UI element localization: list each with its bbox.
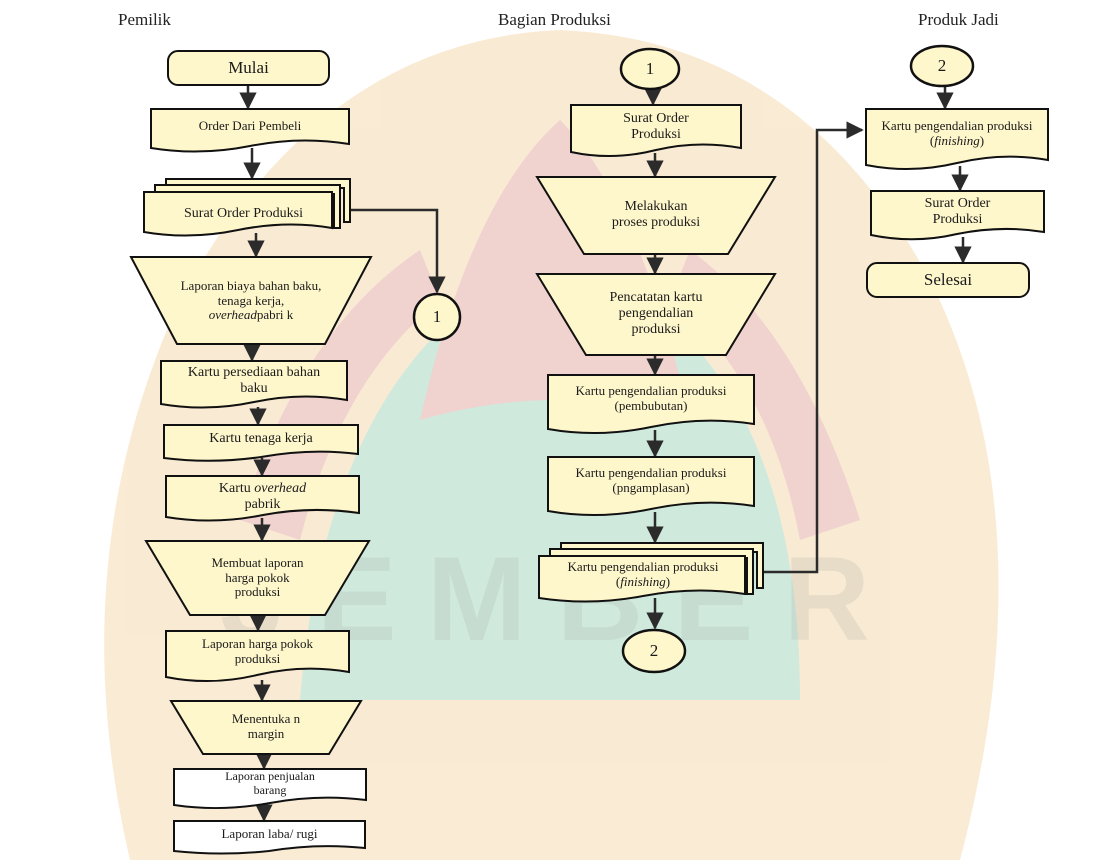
pabrik-tail: pabri k xyxy=(256,307,294,323)
document-kartu-pengamplasan: Kartu pengendalian produksi (pngamplasan… xyxy=(547,456,755,520)
melakukan-proses-label: Melakukan proses produksi xyxy=(611,198,701,230)
document-kartu-tenaga-kerja: Kartu tenaga kerja xyxy=(163,424,359,464)
kartu-finishing-suffix: ) xyxy=(665,574,671,589)
kartu-pengamplasan-label: Kartu pengendalian produksi (pngamplasan… xyxy=(575,465,727,495)
multi-document-surat-order-produksi: Surat Order Produksi xyxy=(142,178,352,240)
kartu-overhead-label: Kartu overhead pabrik xyxy=(185,478,340,516)
kartu-overhead-line-2: pabrik xyxy=(244,497,281,512)
manual-operation-pencatatan-kartu: Pencatatan kartu pengendalian produksi xyxy=(535,273,777,356)
document-kartu-persediaan-bahan-baku: Kartu persediaan bahan baku xyxy=(160,360,348,412)
lane-header-bagian-produksi: Bagian Produksi xyxy=(498,10,611,29)
document-kartu-overhead-pabrik: Kartu overhead pabrik xyxy=(165,475,360,525)
kartu-pembubutan-label: Kartu pengendalian produksi (pembubutan) xyxy=(575,383,727,413)
overhead-italic: overhead xyxy=(254,480,307,496)
laporan-hpp-label: Laporan harga pokok produksi xyxy=(202,636,313,666)
connector-1-pemilik: 1 xyxy=(412,292,462,342)
laporan-laba-rugi-label: Laporan laba/ rugi xyxy=(221,825,318,841)
connector-2-produk-jadi-label: 2 xyxy=(937,56,947,76)
menentukan-margin-label: Menentuka n margin xyxy=(231,711,301,741)
pencatatan-kartu-label: Pencatatan kartu pengendalian produksi xyxy=(609,289,703,338)
kartu-prefix: Kartu xyxy=(218,480,251,496)
surat-order-produk-jadi-label: Surat Order Produksi xyxy=(924,195,991,227)
kartu-finishing-prefix: Kartu pengendalian produksi ( xyxy=(567,559,719,589)
surat-order-produksi-label: Surat Order Produksi xyxy=(184,205,303,221)
finishing-pj-italic: finishing xyxy=(934,133,980,148)
overhead-pabrik-text: overheadpabri k xyxy=(208,307,294,323)
overhead-word: overhead xyxy=(208,307,257,323)
manual-operation-melakukan-proses: Melakukan proses produksi xyxy=(535,176,777,255)
manual-operation-membuat-laporan: Membuat laporan harga pokok produksi xyxy=(144,540,371,616)
connector-1-label: 1 xyxy=(432,307,442,327)
connector-2-produk-jadi: 2 xyxy=(909,44,975,88)
document-kartu-finishing-produk-jadi: Kartu pengendalian produksi (finishing) xyxy=(865,108,1049,174)
document-laporan-penjualan: Laporan penjualan barang xyxy=(173,768,367,812)
order-dari-pembeli-label: Order Dari Pembeli xyxy=(198,117,302,133)
membuat-laporan-label: Membuat laporan harga pokok produksi xyxy=(211,554,304,600)
kartu-finishing-pj-prefix: Kartu pengendalian produksi ( xyxy=(881,118,1033,148)
document-surat-order-produk-jadi: Surat Order Produksi xyxy=(870,190,1045,245)
connector-2-produksi: 2 xyxy=(621,628,687,674)
lane-header-pemilik: Pemilik xyxy=(118,10,171,29)
kartu-finishing-pj-suffix: ) xyxy=(979,133,985,148)
terminator-mulai: Mulai xyxy=(167,50,330,86)
terminator-selesai: Selesai xyxy=(866,262,1030,298)
document-kartu-pembubutan: Kartu pengendalian produksi (pembubutan) xyxy=(547,374,755,438)
kartu-finishing-text: Kartu pengendalian produksi (finishing) xyxy=(545,559,741,590)
kartu-finishing-produk-jadi-label: Kartu pengendalian produksi (finishing) xyxy=(877,108,1037,160)
multi-document-kartu-finishing: Kartu pengendalian produksi (finishing) xyxy=(537,542,765,606)
document-laporan-hpp: Laporan harga pokok produksi xyxy=(165,630,350,686)
kartu-persediaan-label: Kartu persediaan bahan baku xyxy=(187,364,321,396)
surat-order-produksi-2-label: Surat Order Produksi xyxy=(623,110,689,142)
selesai-label: Selesai xyxy=(923,270,973,290)
document-order-dari-pembeli: Order Dari Pembeli xyxy=(150,108,350,156)
lane-header-produk-jadi: Produk Jadi xyxy=(918,10,999,29)
kartu-finishing-pj-text: Kartu pengendalian produksi (finishing) xyxy=(877,118,1037,149)
manual-operation-menentukan-margin: Menentuka n margin xyxy=(169,700,363,755)
laporan-biaya-text: Laporan biaya bahan baku, tenaga kerja, xyxy=(180,277,322,308)
connector-2-produksi-label: 2 xyxy=(649,641,659,661)
finishing-italic: finishing xyxy=(620,574,666,589)
laporan-biaya-label: Laporan biaya bahan baku, tenaga kerja, … xyxy=(178,260,324,342)
document-laporan-laba-rugi: Laporan laba/ rugi xyxy=(173,820,366,856)
laporan-penjualan-label: Laporan penjualan barang xyxy=(225,769,315,797)
document-surat-order-produksi-2: Surat Order Produksi xyxy=(570,104,742,162)
mulai-label: Mulai xyxy=(228,58,269,78)
kartu-finishing-label: Kartu pengendalian produksi (finishing) xyxy=(545,556,741,594)
manual-operation-laporan-biaya: Laporan biaya bahan baku, tenaga kerja, … xyxy=(129,256,373,345)
kartu-tenaga-kerja-label: Kartu tenaga kerja xyxy=(209,430,313,446)
kartu-overhead-line-1: Kartu overhead xyxy=(219,481,306,497)
connector-1-produksi: 1 xyxy=(619,47,681,91)
connector-1-produksi-label: 1 xyxy=(645,59,655,79)
